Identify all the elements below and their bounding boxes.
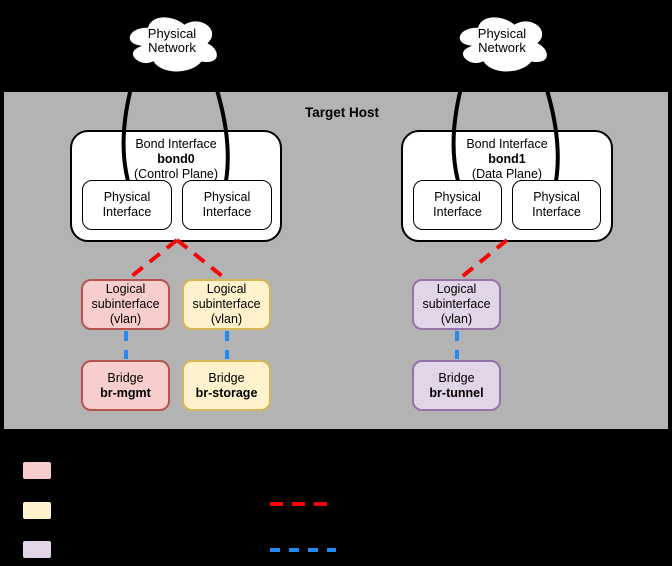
bond0-cable-left bbox=[121, 56, 142, 183]
bond1-plane: (Data Plane) bbox=[471, 167, 543, 181]
cloud-icon bbox=[457, 14, 550, 74]
cloud-label-line: Network bbox=[478, 40, 526, 55]
cloud-label-line: Physical bbox=[477, 26, 527, 41]
bridge-title: Bridge bbox=[438, 370, 475, 385]
physical-interface-label: Interface bbox=[532, 205, 581, 219]
cloud-icon bbox=[127, 14, 220, 74]
physical-network-cloud-left bbox=[127, 14, 220, 74]
logical-subinterface-tunnel: Logical subinterface (vlan) bbox=[412, 279, 501, 330]
bond0-physical-interface-2: Physical Interface bbox=[182, 180, 272, 230]
physical-interface-label: Physical bbox=[203, 190, 251, 204]
bridge-br-storage: Bridge br-storage bbox=[182, 360, 271, 411]
bridge-name: br-storage bbox=[195, 385, 258, 400]
bridge-br-tunnel: Bridge br-tunnel bbox=[412, 360, 501, 411]
bond1-physical-interface-2: Physical Interface bbox=[512, 180, 601, 230]
target-host-label: Target Host bbox=[304, 105, 379, 120]
vlan-link-bond1-tunnel bbox=[456, 238, 509, 282]
subinterface-label: Logical bbox=[206, 282, 247, 296]
subinterface-label: subinterface bbox=[91, 297, 160, 311]
bridge-br-mgmt: Bridge br-mgmt bbox=[81, 360, 170, 411]
logical-subinterface-storage: Logical subinterface (vlan) bbox=[182, 279, 271, 330]
bridge-title: Bridge bbox=[208, 370, 245, 385]
physical-interface-label: Physical bbox=[533, 190, 580, 204]
physical-interface-label: Interface bbox=[202, 205, 252, 219]
cloud-label-line: Network bbox=[148, 40, 196, 55]
logical-subinterface-mgmt: Logical subinterface (vlan) bbox=[81, 279, 170, 330]
vlan-link-bond0-storage bbox=[175, 238, 229, 282]
physical-interface-label: Physical bbox=[103, 190, 151, 204]
physical-network-label-left: Physical Network bbox=[122, 27, 222, 55]
bond1-name: bond1 bbox=[488, 152, 526, 166]
bond0-cable-right bbox=[204, 56, 230, 183]
bond0-plane: (Control Plane) bbox=[133, 167, 219, 181]
physical-interface-label: Interface bbox=[433, 205, 482, 219]
cloud-label-line: Physical bbox=[147, 26, 197, 41]
subinterface-label: subinterface bbox=[192, 297, 261, 311]
physical-interface-label: Interface bbox=[102, 205, 152, 219]
subinterface-label: (vlan) bbox=[109, 312, 142, 326]
subinterface-label: (vlan) bbox=[440, 312, 473, 326]
bridge-name: br-tunnel bbox=[429, 385, 484, 400]
bond0-title: Bond Interface bbox=[135, 137, 217, 151]
bond1-cable-right bbox=[534, 56, 560, 183]
bond0-physical-interface-1: Physical Interface bbox=[82, 180, 172, 230]
bridge-name: br-mgmt bbox=[100, 385, 151, 400]
subinterface-label: subinterface bbox=[422, 297, 491, 311]
subinterface-label: (vlan) bbox=[210, 312, 243, 326]
vlan-link-bond0-mgmt bbox=[125, 238, 179, 282]
bridge-title: Bridge bbox=[107, 370, 144, 385]
physical-interface-label: Physical bbox=[434, 190, 481, 204]
legend-swatch-mgmt bbox=[21, 460, 53, 481]
subinterface-label: Logical bbox=[436, 282, 477, 296]
physical-network-label-right: Physical Network bbox=[452, 27, 552, 55]
physical-network-cloud-right bbox=[457, 14, 550, 74]
legend-swatch-tunnel bbox=[21, 539, 53, 560]
subinterface-label: Logical bbox=[105, 282, 146, 296]
legend-swatch-storage bbox=[21, 500, 53, 521]
bond1-title: Bond Interface bbox=[466, 137, 548, 151]
bond0-name: bond0 bbox=[157, 152, 195, 166]
bond1-physical-interface-1: Physical Interface bbox=[413, 180, 502, 230]
bond1-cable-left bbox=[451, 56, 472, 183]
